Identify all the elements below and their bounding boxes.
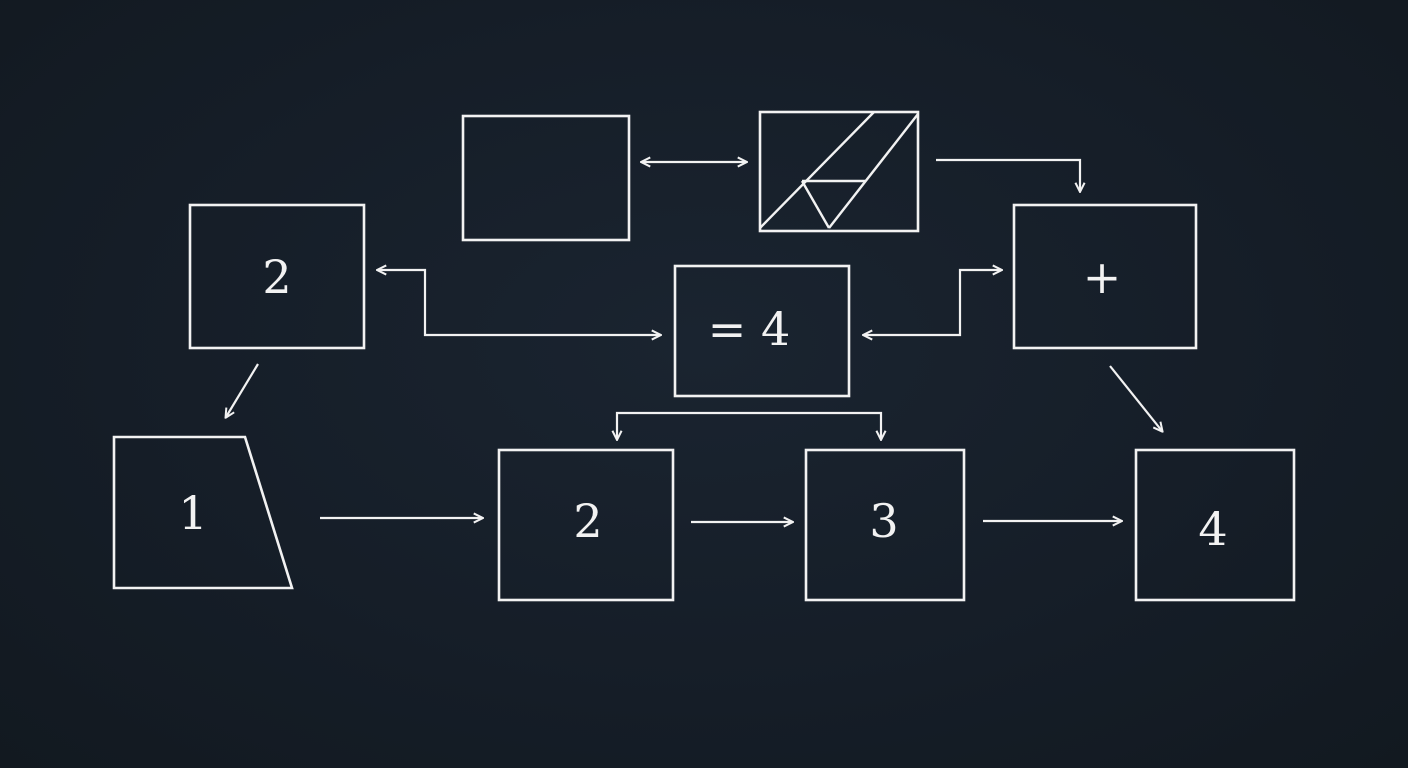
one-box-shape bbox=[112, 435, 294, 590]
node-top-left-box bbox=[461, 114, 631, 242]
node-plus-box: + bbox=[1012, 203, 1198, 350]
node-bottom-three: 3 bbox=[804, 448, 966, 602]
equals-four-shape bbox=[673, 264, 851, 398]
triangle-box-diagonal-left bbox=[759, 111, 875, 229]
plus-box-shape bbox=[1012, 203, 1198, 350]
node-one-box: 1 bbox=[112, 435, 294, 590]
bottom-two-label: 2 bbox=[573, 494, 602, 548]
plus-box-label: + bbox=[1083, 250, 1122, 304]
bottom-four-shape bbox=[1134, 448, 1296, 602]
node-bottom-four: 4 bbox=[1134, 448, 1296, 602]
bottom-four-label: 4 bbox=[1198, 502, 1227, 556]
node-left-two: 2 bbox=[188, 203, 366, 350]
equals-four-label: = 4 bbox=[708, 302, 790, 356]
left-two-label: 2 bbox=[262, 250, 291, 304]
triangle-box-triangle-edge bbox=[800, 180, 831, 229]
node-equals-four: = 4 bbox=[673, 264, 851, 398]
bottom-three-label: 3 bbox=[869, 494, 898, 548]
triangle-box-shape bbox=[758, 110, 920, 233]
bottom-two-shape bbox=[497, 448, 675, 602]
edge-left-two-equals-four bbox=[378, 270, 660, 335]
edge-triangle-box-plus-box bbox=[936, 158, 1080, 191]
edge-equals-four-plus-box bbox=[864, 270, 1001, 335]
edge-bottom-two-bottom-three-bracket bbox=[617, 411, 881, 439]
edge-plus-box-bottom-four bbox=[1109, 365, 1162, 431]
one-box-label: 1 bbox=[178, 486, 207, 540]
bottom-three-shape bbox=[804, 448, 966, 602]
triangle-box-diagonal-right bbox=[828, 113, 919, 229]
node-bottom-two: 2 bbox=[497, 448, 675, 602]
node-triangle-box bbox=[758, 110, 920, 233]
top-left-box-shape bbox=[461, 114, 631, 242]
left-two-shape bbox=[188, 203, 366, 350]
edge-left-two-one-box bbox=[226, 363, 259, 417]
